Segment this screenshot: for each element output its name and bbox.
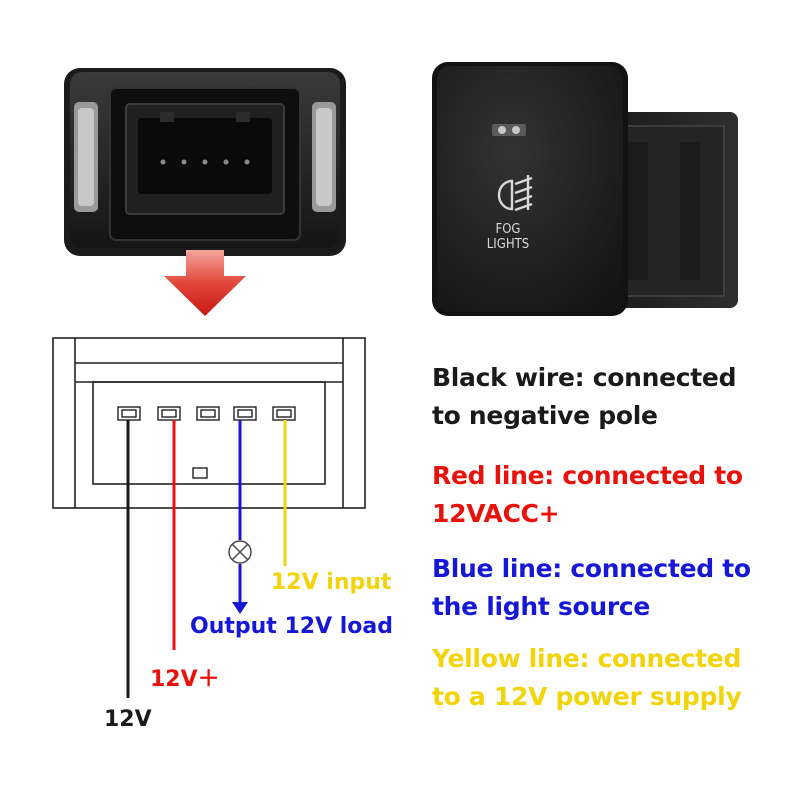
black-note-line2: to negative pole	[432, 401, 658, 430]
fog-light-icon	[497, 175, 533, 212]
yellow-wire-note: Yellow line: connected to a 12V power su…	[432, 640, 742, 716]
black-wire-label: 12V	[104, 707, 152, 732]
blue-wire-note: Blue line: connected to the light source	[432, 550, 751, 626]
lamp-icon	[228, 540, 252, 564]
pinout-schematic	[52, 337, 366, 698]
yellow-note-line1: Yellow line: connected	[432, 644, 742, 673]
black-wire-note: Black wire: connected to negative pole	[432, 359, 736, 435]
switch-face-line1: FOG	[495, 222, 521, 237]
red-wire-label: 12V＋	[150, 667, 220, 692]
connector-back-photo	[64, 68, 346, 256]
switch-face-label: FOG LIGHTS	[468, 222, 548, 252]
pin-slots	[117, 406, 296, 421]
yellow-wire-label: 12V input	[271, 570, 392, 595]
down-arrow-icon	[164, 250, 246, 316]
yellow-note-line2: to a 12V power supply	[432, 682, 742, 711]
blue-note-line2: the light source	[432, 592, 651, 621]
black-note-line1: Black wire: connected	[432, 363, 737, 392]
red-note-line2: 12VACC+	[432, 499, 560, 528]
red-note-line1: Red line: connected to	[432, 461, 743, 490]
blue-note-line1: Blue line: connected to	[432, 554, 751, 583]
switch-face-line2: LIGHTS	[486, 237, 530, 252]
blue-arrowhead-icon	[232, 602, 248, 614]
blue-wire-label: Output 12V load	[190, 614, 394, 639]
fog-light-switch-photo	[432, 62, 738, 316]
red-wire-note: Red line: connected to 12VACC+	[432, 457, 743, 533]
